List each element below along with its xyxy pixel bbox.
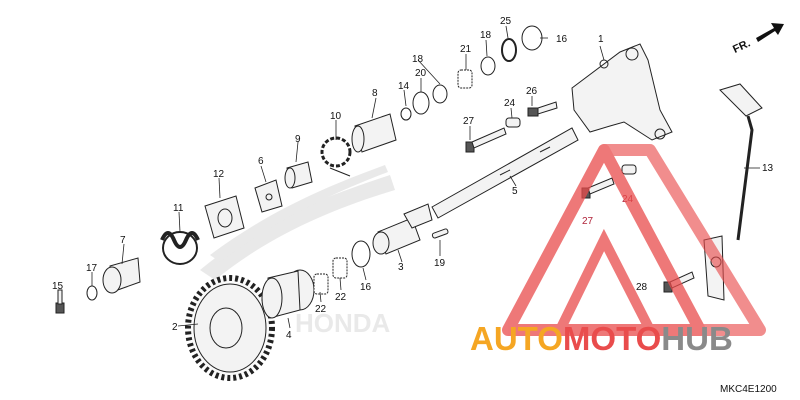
- honda-text-watermark: HONDA: [295, 308, 391, 338]
- part-7-collar: [102, 257, 141, 294]
- honda-wing-watermark: HONDA: [200, 165, 395, 338]
- part-22-bearing-b: [332, 257, 348, 279]
- callout-10: 10: [330, 111, 342, 122]
- callout-17: 17: [86, 263, 98, 274]
- part-12-plate: [204, 195, 245, 239]
- callout-18-upper: 18: [480, 30, 492, 41]
- part-25-ring: [501, 38, 517, 62]
- fr-label: FR.: [731, 37, 752, 55]
- callout-27-lower: 27: [582, 216, 594, 227]
- callout-26: 26: [526, 86, 538, 97]
- callout-9: 9: [295, 134, 301, 145]
- watermark-auto: AUTO: [470, 320, 563, 357]
- watermark-text: AUTOMOTOHUB: [470, 320, 733, 357]
- part-18-washer-lower: [432, 84, 448, 104]
- part-24-dowel-lower: [621, 164, 637, 175]
- callout-2: 2: [172, 322, 178, 333]
- part-17-washer: [86, 285, 98, 301]
- callout-16-lower: 16: [360, 282, 372, 293]
- part-14-washer: [400, 107, 412, 121]
- callout-14: 14: [398, 81, 410, 92]
- callout-25: 25: [500, 16, 512, 27]
- callout-11: 11: [173, 203, 184, 214]
- part-26-bolt: [527, 101, 558, 117]
- watermark-moto: MOTO: [563, 320, 661, 357]
- callout-labels: 1 2 3 4 5 6 7 8 9 10 11 12 13 14 15 16 1…: [52, 16, 774, 341]
- callout-19: 19: [434, 258, 446, 269]
- part-13-shift-rod: [703, 83, 763, 301]
- front-direction-indicator: FR.: [731, 23, 784, 56]
- callout-3: 3: [398, 262, 404, 273]
- callout-8: 8: [372, 88, 378, 99]
- callout-6: 6: [258, 156, 264, 167]
- callout-22-right: 22: [335, 292, 347, 303]
- automotohub-triangle-logo: [502, 144, 766, 336]
- watermark-hub: HUB: [661, 320, 733, 357]
- callout-28: 28: [636, 282, 648, 293]
- part-16-washer-lower: [351, 240, 371, 268]
- part-27-bolt-upper: [465, 127, 507, 153]
- callout-27-upper: 27: [463, 116, 475, 127]
- callout-4: 4: [286, 330, 292, 341]
- part-6-stopper: [254, 179, 283, 213]
- part-1-bracket: [571, 43, 673, 141]
- callout-1: 1: [598, 34, 604, 45]
- part-9-collar: [284, 161, 313, 189]
- part-3-sleeve: [372, 203, 433, 255]
- callout-7: 7: [120, 235, 126, 246]
- callout-5: 5: [512, 186, 518, 197]
- part-5-shaft: [431, 127, 579, 219]
- callout-15: 15: [52, 281, 64, 292]
- part-16-washer-upper: [521, 25, 543, 51]
- callout-22-left: 22: [315, 304, 327, 315]
- part-10-spring: [320, 136, 352, 177]
- part-19-pin: [431, 228, 449, 239]
- leader-lines: [57, 25, 760, 329]
- part-21-bearing: [457, 69, 473, 89]
- part-15-bolt: [55, 289, 65, 314]
- callout-16-upper: 16: [556, 34, 568, 45]
- part-2-gear: [185, 275, 275, 381]
- callout-18-lower: 18: [412, 54, 424, 65]
- part-11-spring: [160, 231, 200, 265]
- part-20-washer: [412, 91, 430, 115]
- callout-13: 13: [762, 163, 774, 174]
- callout-12: 12: [213, 169, 225, 180]
- diagram-code: MKC4E1200: [720, 384, 777, 395]
- callout-20: 20: [415, 68, 427, 79]
- callout-24-upper: 24: [504, 98, 516, 109]
- part-18-washer-upper: [480, 56, 496, 76]
- part-22-bearing-a: [313, 273, 329, 295]
- callout-21: 21: [460, 44, 472, 55]
- part-8-spindle: [351, 113, 397, 153]
- automotohub-watermark: AUTOMOTOHUB: [470, 320, 733, 357]
- part-24-dowel-upper: [505, 117, 521, 128]
